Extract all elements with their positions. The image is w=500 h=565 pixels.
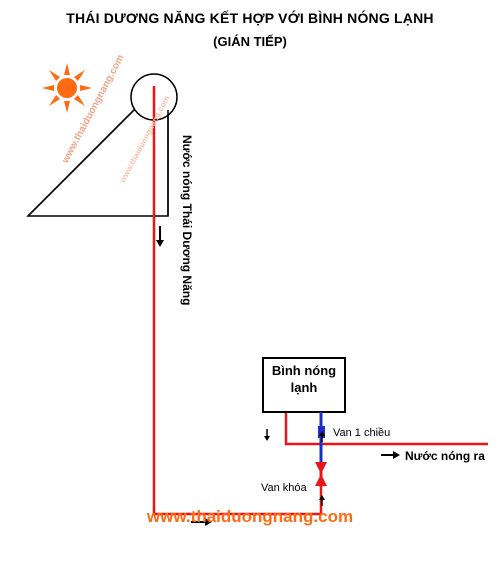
diagram-subtitle: (GIÁN TIẾP) bbox=[213, 34, 287, 49]
arrow-icon bbox=[156, 226, 164, 247]
hot-water-out-label: Nước nóng ra bbox=[405, 449, 485, 463]
arrow-icon bbox=[381, 451, 400, 459]
solar-hot-water-label: Nước nóng Thái Dương Năng bbox=[180, 135, 194, 306]
sun-icon bbox=[42, 63, 92, 113]
diagram-title: THÁI DƯƠNG NĂNG KẾT HỢP VỚI BÌNH NÓNG LẠ… bbox=[66, 10, 434, 26]
check-valve-label: Van 1 chiều bbox=[333, 427, 391, 439]
website-link[interactable]: www.thaiduongnang.com bbox=[146, 507, 354, 526]
arrow-icon bbox=[264, 429, 270, 441]
heater-outlet-pipe bbox=[284, 412, 488, 446]
shutoff-valve-label: Van khóa bbox=[261, 482, 307, 494]
solar-hot-water-pipe bbox=[152, 86, 323, 516]
heater-label: Bình nóng lạnh bbox=[271, 363, 337, 395]
solar-hot-water-label-wrapper: Nước nóng Thái Dương Năng bbox=[174, 135, 194, 305]
arrow-icon bbox=[319, 495, 325, 506]
arrow-icon bbox=[319, 431, 325, 442]
shutoff-valve bbox=[315, 462, 327, 486]
arrow-icon bbox=[191, 518, 212, 526]
water-heater bbox=[262, 357, 346, 413]
